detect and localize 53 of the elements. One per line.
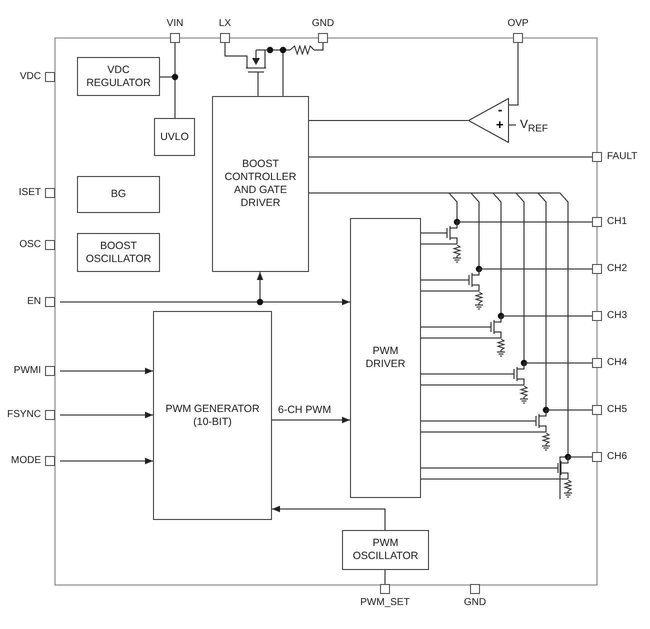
function-block: UVLO	[154, 118, 195, 156]
arrow	[60, 458, 154, 464]
pin-label: GND	[310, 18, 336, 30]
pin-label: FSYNC	[7, 409, 41, 421]
connector-line	[420, 326, 490, 328]
connector-line	[308, 156, 592, 158]
connector-line	[420, 420, 534, 422]
function-block: BOOST OSCILLATOR	[77, 233, 160, 272]
arrow	[272, 506, 386, 530]
connector-line	[308, 120, 468, 121]
edge-label: 6-CH PWM	[276, 404, 334, 416]
pin-label: OVP	[506, 18, 530, 30]
connector-line	[420, 232, 446, 234]
input-sign: -	[498, 104, 502, 116]
connector-line	[420, 290, 468, 292]
pin-label: VIN	[166, 18, 184, 30]
connector-line	[420, 384, 512, 386]
pin-label: GND	[462, 597, 488, 609]
pin-label: LX	[218, 18, 232, 30]
reference-label: V$_{REF}$	[516, 116, 556, 134]
function-block: PWM OSCILLATOR	[342, 530, 429, 570]
function-block: VDC REGULATOR	[77, 57, 160, 96]
function-block: BG	[77, 176, 160, 213]
pin-label: PWMI	[14, 365, 41, 377]
pin-label: ISET	[18, 187, 41, 199]
connector-line	[224, 42, 244, 56]
connector-line	[508, 42, 518, 106]
pin-label: MODE	[11, 455, 41, 467]
pin-label: CH3	[607, 310, 628, 322]
pin-label: EN	[27, 296, 41, 308]
pin-label: OSC	[19, 239, 41, 251]
function-block: PWM GENERATOR (10-BIT)	[153, 311, 272, 520]
arrow	[272, 416, 350, 424]
pin-label: CH1	[607, 216, 628, 228]
connector-line	[528, 362, 592, 364]
function-block: PWM DRIVER	[350, 218, 421, 498]
arrow	[60, 368, 154, 374]
connector-line	[484, 268, 592, 270]
connector-line	[560, 456, 592, 500]
connector-line	[508, 124, 516, 126]
arrow	[60, 412, 154, 418]
connector-line	[314, 42, 324, 50]
input-sign: +	[496, 119, 504, 131]
pin-label: CH6	[607, 451, 628, 463]
pin-label: CH4	[607, 357, 628, 369]
pin-label: CH2	[607, 263, 628, 275]
connector-line	[420, 478, 556, 480]
pin-label: CH5	[607, 404, 628, 416]
pin-label: VDC	[20, 71, 41, 83]
function-block: BOOST CONTROLLER AND GATE DRIVER	[212, 96, 309, 272]
pin-label: PWM_SET	[359, 597, 411, 609]
pin-label: FAULT	[607, 151, 638, 163]
connector-line	[384, 570, 386, 584]
